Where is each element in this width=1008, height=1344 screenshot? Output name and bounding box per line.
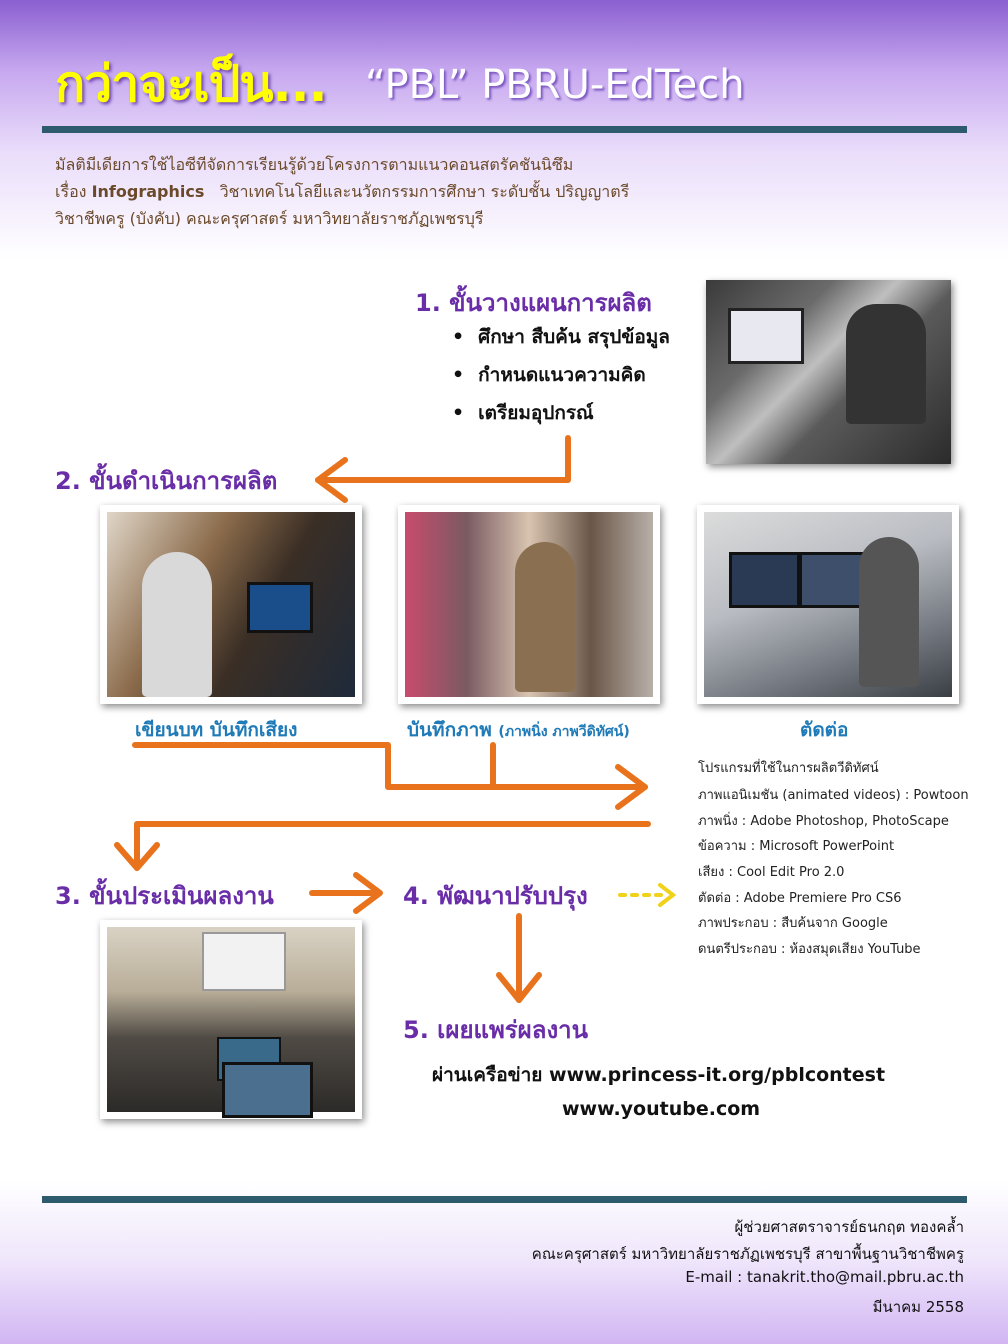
intro-line-1: มัลติมีเดียการใช้ไอซีทีจัดการเรียนรู้ด้ว… xyxy=(55,155,574,174)
arrow-step3-head xyxy=(353,872,383,914)
author-email[interactable]: E-mail : tanakrit.tho@mail.pbru.ac.th xyxy=(685,1268,964,1286)
intro-topic: Infographics xyxy=(91,182,205,201)
caption-editing: ตัดต่อ xyxy=(800,719,849,741)
publish-date: มีนาคม 2558 xyxy=(872,1298,964,1316)
software-item: ภาพนิ่ง : Adobe Photoshop, PhotoScape xyxy=(698,814,949,829)
arrow-captions-head xyxy=(615,764,648,810)
step-1-title: 1. ขั้นวางแผนการผลิต xyxy=(415,289,652,317)
arrow-step1-to-step2 xyxy=(315,435,571,483)
publish-network-link[interactable]: ผ่านเครือข่าย www.princess-it.org/pblcon… xyxy=(432,1064,886,1086)
intro-line-3: วิชาชีพครู (บังคับ) คณะครุศาสตร์ มหาวิทย… xyxy=(55,209,484,228)
caption-shooting-main: บันทึกภาพ xyxy=(407,719,492,741)
arrow-step4-head xyxy=(496,972,542,1003)
caption-shooting: บันทึกภาพ (ภาพนิ่ง ภาพวีดิทัศน์) xyxy=(407,715,630,745)
software-item: ตัดต่อ : Adobe Premiere Pro CS6 xyxy=(698,891,902,906)
caption-script-audio: เขียนบท บันทึกเสียง xyxy=(135,719,298,741)
author-org: คณะครุศาสตร์ มหาวิทยาลัยราชภัฏเพชรบุรี ส… xyxy=(531,1245,964,1263)
planning-photo xyxy=(706,280,951,464)
caption-shooting-detail: (ภาพนิ่ง ภาพวีดิทัศน์) xyxy=(498,724,630,740)
software-item: ภาพประกอบ : สืบค้นจาก Google xyxy=(698,916,888,931)
bottom-divider xyxy=(42,1196,967,1203)
top-divider xyxy=(42,126,967,133)
intro-line-2-rest: วิชาเทคโนโลยีและนวัตกรรมการศึกษา ระดับชั… xyxy=(219,182,630,201)
step-2-title: 2. ขั้นดำเนินการผลิต xyxy=(55,467,278,495)
dotted-arrow-head xyxy=(658,883,677,907)
page-subtitle: “PBL” PBRU-EdTech xyxy=(365,62,745,108)
step-3-title: 3. ขั้นประเมินผลงาน xyxy=(55,882,274,910)
script-recording-photo xyxy=(100,505,362,704)
arrow-return-head xyxy=(114,842,160,871)
software-item: เสียง : Cool Edit Pro 2.0 xyxy=(698,865,845,880)
arrow-step2-head xyxy=(315,457,348,503)
arrow-captions-line xyxy=(132,742,648,790)
software-item: ภาพแอนิเมชัน (animated videos) : Powtoon xyxy=(698,788,969,803)
step-5-title: 5. เผยแพร่ผลงาน xyxy=(403,1016,589,1044)
video-editing-photo xyxy=(697,505,959,704)
publish-youtube-link[interactable]: www.youtube.com xyxy=(562,1098,761,1120)
step-1-item: ศึกษา สืบค้น สรุปข้อมูล xyxy=(452,322,670,352)
software-item: ดนตรีประกอบ : ห้องสมุดเสียง YouTube xyxy=(698,942,921,957)
step-1-item: เตรียมอุปกรณ์ xyxy=(452,398,594,428)
intro-line-2: เรื่อง Infographics วิชาเทคโนโลยีและนวัต… xyxy=(55,180,629,205)
video-shooting-photo xyxy=(398,505,660,704)
software-title: โปรแกรมที่ใช้ในการผลิตวีดิทัศน์ xyxy=(698,761,879,776)
arrow-return-line xyxy=(134,821,651,871)
step-1-item: กำหนดแนวความคิด xyxy=(452,360,646,390)
software-item: ข้อความ : Microsoft PowerPoint xyxy=(698,839,895,854)
step-4-title: 4. พัฒนาปรับปรุง xyxy=(403,882,588,910)
author-name: ผู้ช่วยศาสตราจารย์ธนกฤต ทองคล้ำ xyxy=(734,1218,964,1236)
evaluation-photo xyxy=(100,920,362,1119)
page-title: กว่าจะเป็น... xyxy=(55,55,328,113)
intro-line-2-prefix: เรื่อง xyxy=(55,182,87,201)
